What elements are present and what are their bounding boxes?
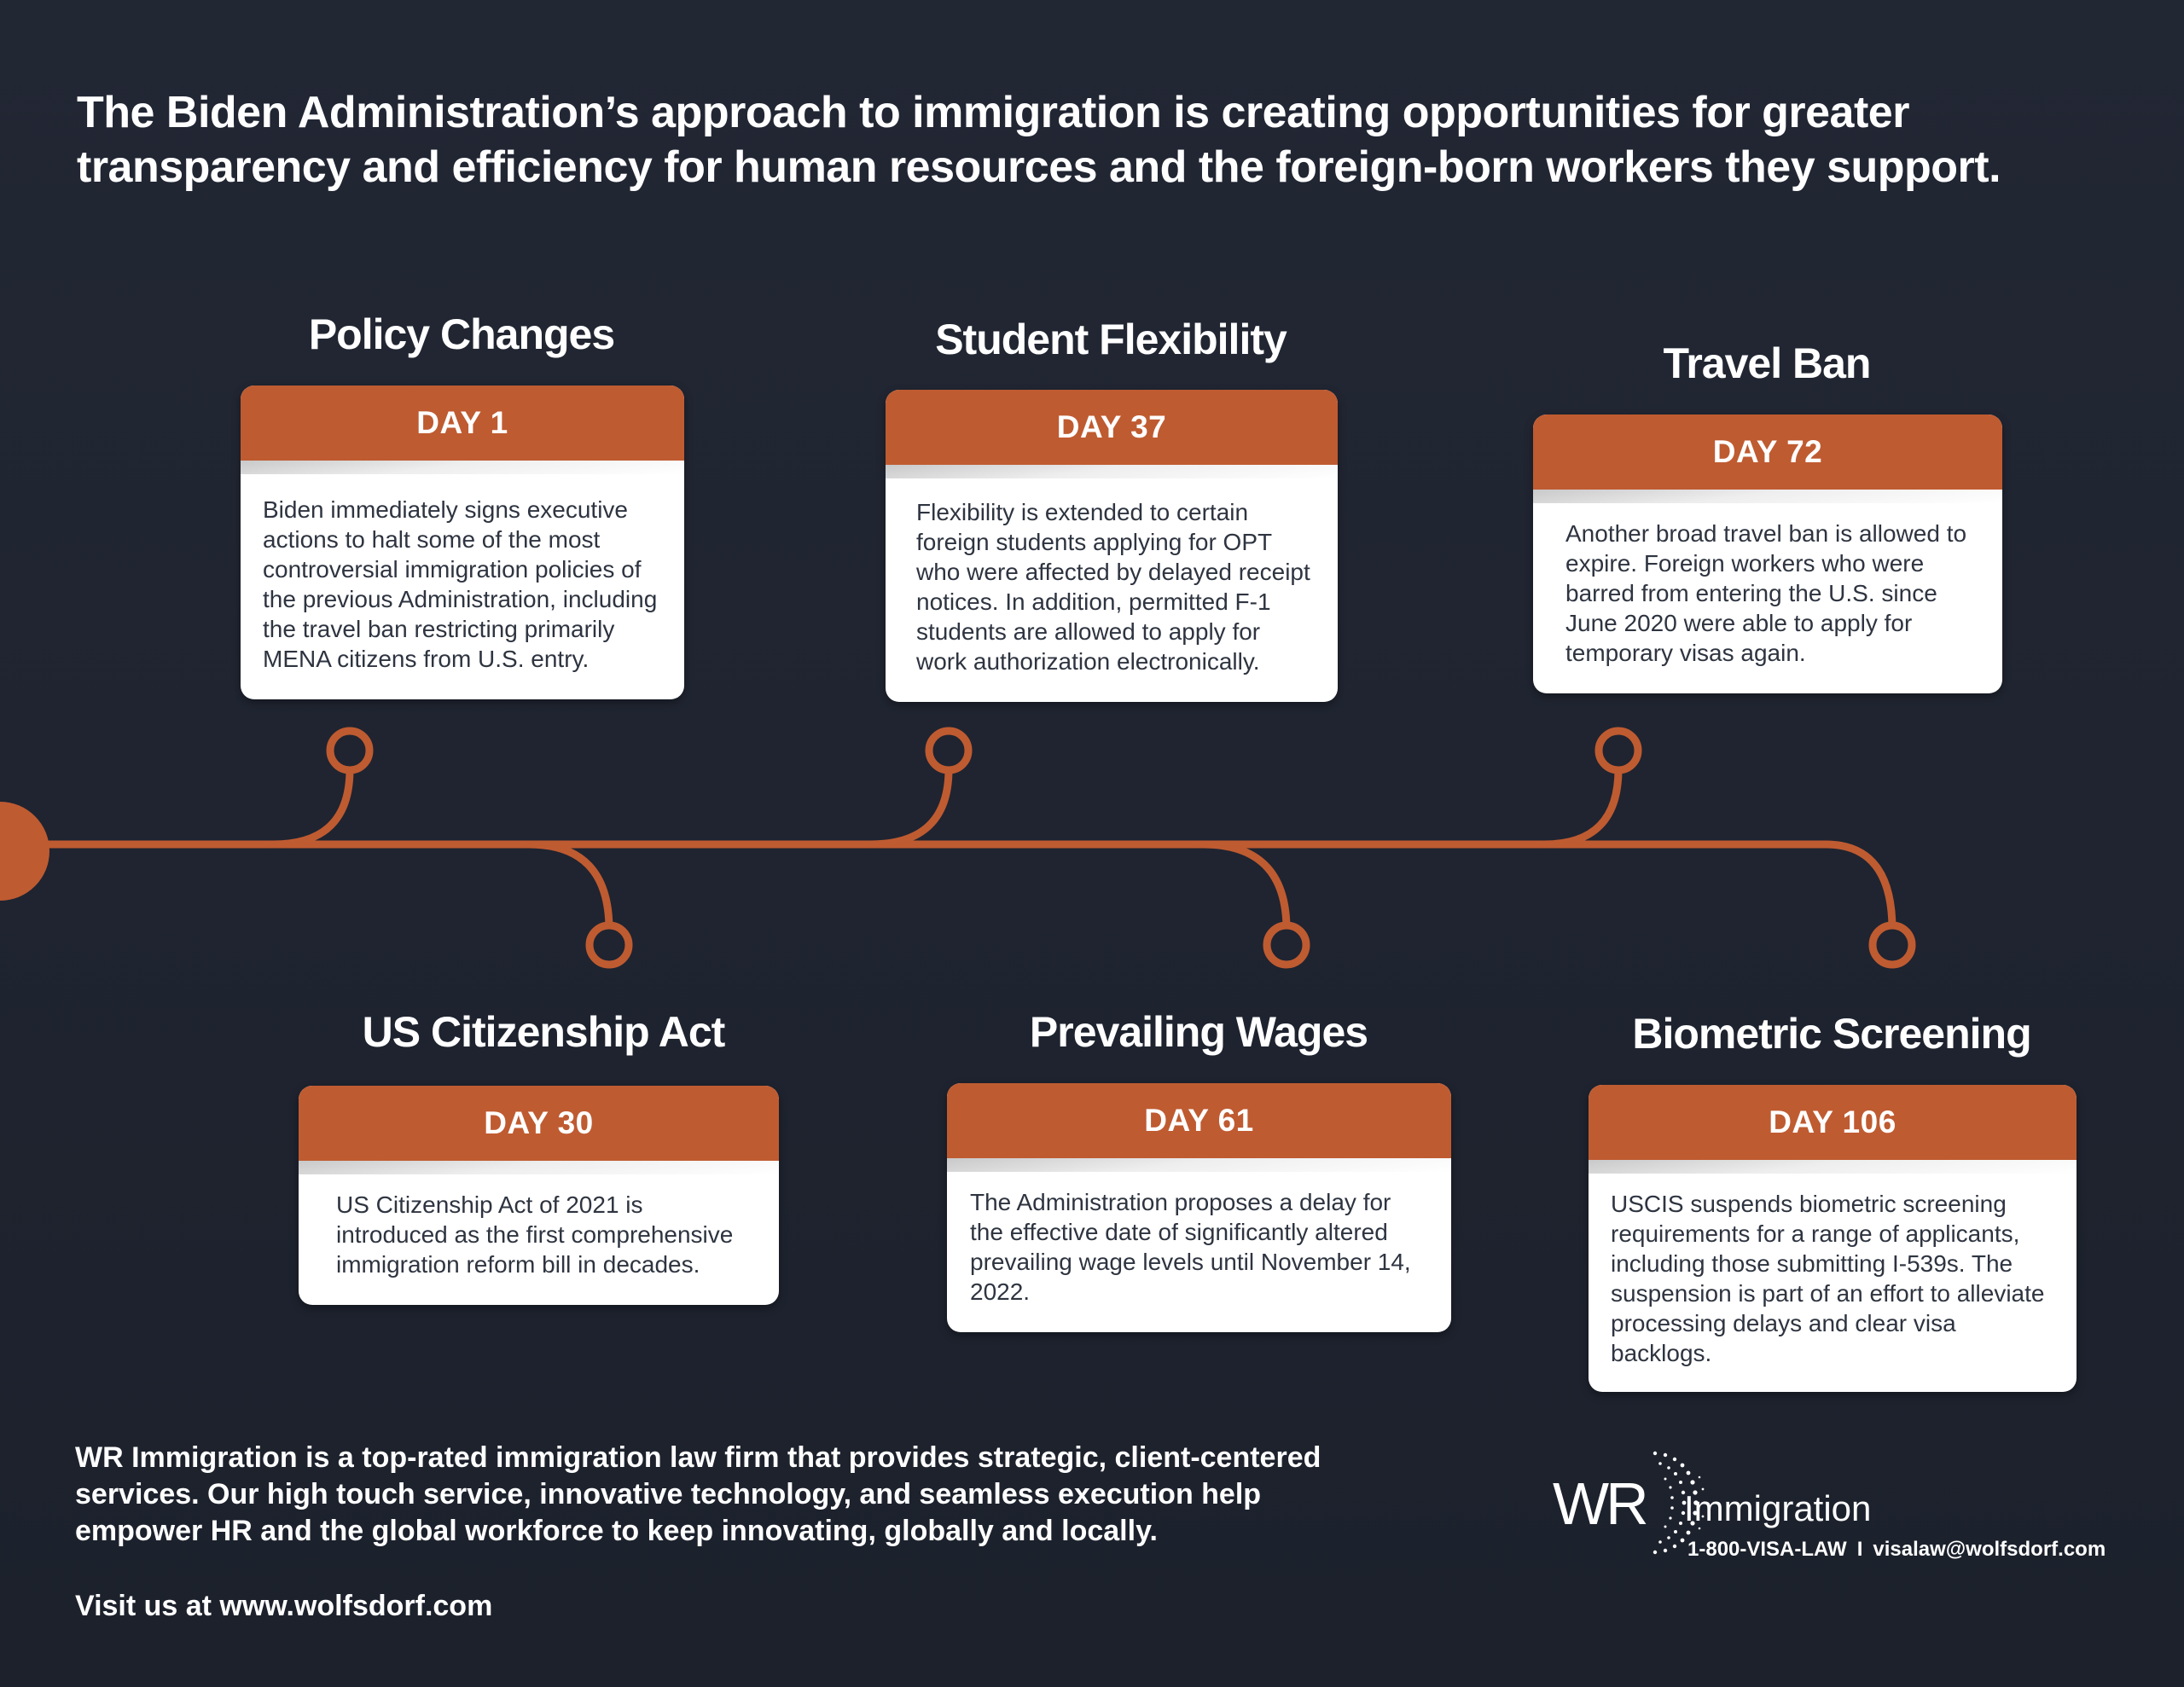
event-card-day106: DAY 106 USCIS suspends biometric screeni… xyxy=(1589,1085,2077,1392)
timeline-node-day61 xyxy=(1263,921,1310,969)
event-card-day61: DAY 61 The Administration proposes a del… xyxy=(947,1083,1451,1332)
event-title-travel-ban: Travel Ban xyxy=(1663,339,1872,387)
card-description: Another broad travel ban is allowed to e… xyxy=(1565,520,1967,666)
email-address[interactable]: visalaw@wolfsdorf.com xyxy=(1873,1538,2106,1561)
timeline-branch-day37 xyxy=(866,765,953,849)
card-description: The Administration proposes a delay for … xyxy=(970,1189,1411,1305)
timeline-branch-day1 xyxy=(269,765,354,849)
event-title-biometric-screening: Biometric Screening xyxy=(1632,1010,2031,1058)
timeline-node-day72 xyxy=(1594,727,1642,774)
event-title-policy-changes: Policy Changes xyxy=(308,310,615,358)
logo-name: Immigration xyxy=(1684,1488,1872,1528)
event-title-prevailing-wages: Prevailing Wages xyxy=(1029,1008,1368,1056)
footer-visit-link[interactable]: Visit us at www.wolfsdorf.com xyxy=(75,1590,493,1622)
timeline-node-day37 xyxy=(925,727,973,774)
contact-separator: I xyxy=(1856,1538,1863,1561)
timeline-branch-day61 xyxy=(1199,840,1291,934)
event-title-student-flexibility: Student Flexibility xyxy=(935,316,1287,363)
timeline-branch-day30 xyxy=(525,840,613,934)
event-card-day1: DAY 1 Biden immediately signs executive … xyxy=(241,386,684,699)
logo-mark: WR xyxy=(1553,1470,1649,1537)
timeline-branch-day72 xyxy=(1540,765,1623,849)
card-day-label: DAY 106 xyxy=(1589,1085,2077,1174)
card-day-label: DAY 72 xyxy=(1533,415,2002,503)
event-card-day30: DAY 30 US Citizenship Act of 2021 is int… xyxy=(299,1086,779,1305)
card-description: US Citizenship Act of 2021 is introduced… xyxy=(336,1191,734,1278)
headline: The Biden Administration’s approach to i… xyxy=(77,88,2001,192)
card-day-label: DAY 37 xyxy=(886,390,1338,478)
timeline-start-node xyxy=(0,802,49,901)
timeline-node-day30 xyxy=(585,921,633,969)
timeline-branch-day106 xyxy=(1821,840,1896,934)
event-title-us-citizenship-act: US Citizenship Act xyxy=(362,1008,726,1056)
timeline-node-day106 xyxy=(1868,921,1916,969)
card-description: Flexibility is extended to certain forei… xyxy=(916,499,1310,675)
card-day-label: DAY 30 xyxy=(299,1086,779,1174)
card-day-label: DAY 1 xyxy=(241,386,684,474)
event-card-day37: DAY 37 Flexibility is extended to certai… xyxy=(886,390,1338,702)
card-description: Biden immediately signs executive action… xyxy=(263,496,658,672)
card-day-label: DAY 61 xyxy=(947,1083,1451,1172)
card-description: USCIS suspends biometric screening requi… xyxy=(1611,1191,2045,1366)
event-card-day72: DAY 72 Another broad travel ban is allow… xyxy=(1533,415,2002,693)
timeline-node-day1 xyxy=(326,727,374,774)
phone-number[interactable]: 1-800-VISA-LAW xyxy=(1687,1538,1847,1561)
logo-dot-arc xyxy=(1653,1451,1706,1555)
footer-description: WR Immigration is a top-rated immigratio… xyxy=(75,1441,1321,1547)
